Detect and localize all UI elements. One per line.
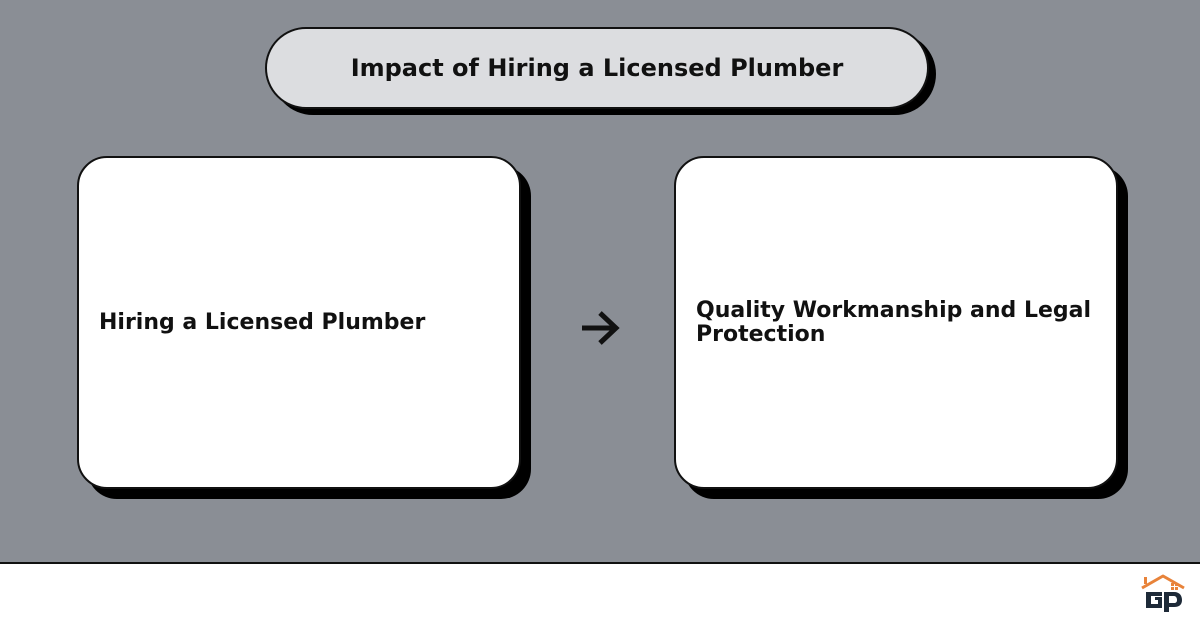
diagram-title: Impact of Hiring a Licensed Plumber xyxy=(350,54,844,82)
house-logo-icon xyxy=(1141,574,1185,612)
card-effect: Quality Workmanship and Legal Protection xyxy=(674,156,1118,489)
card-cause-label: Hiring a Licensed Plumber xyxy=(99,309,426,335)
card-effect-label: Quality Workmanship and Legal Protection xyxy=(696,297,1092,347)
arrow-right-icon xyxy=(582,311,620,345)
card-cause: Hiring a Licensed Plumber xyxy=(77,156,521,489)
title-pill: Impact of Hiring a Licensed Plumber xyxy=(265,27,929,109)
diagram-canvas: Impact of Hiring a Licensed Plumber Hiri… xyxy=(0,0,1200,564)
